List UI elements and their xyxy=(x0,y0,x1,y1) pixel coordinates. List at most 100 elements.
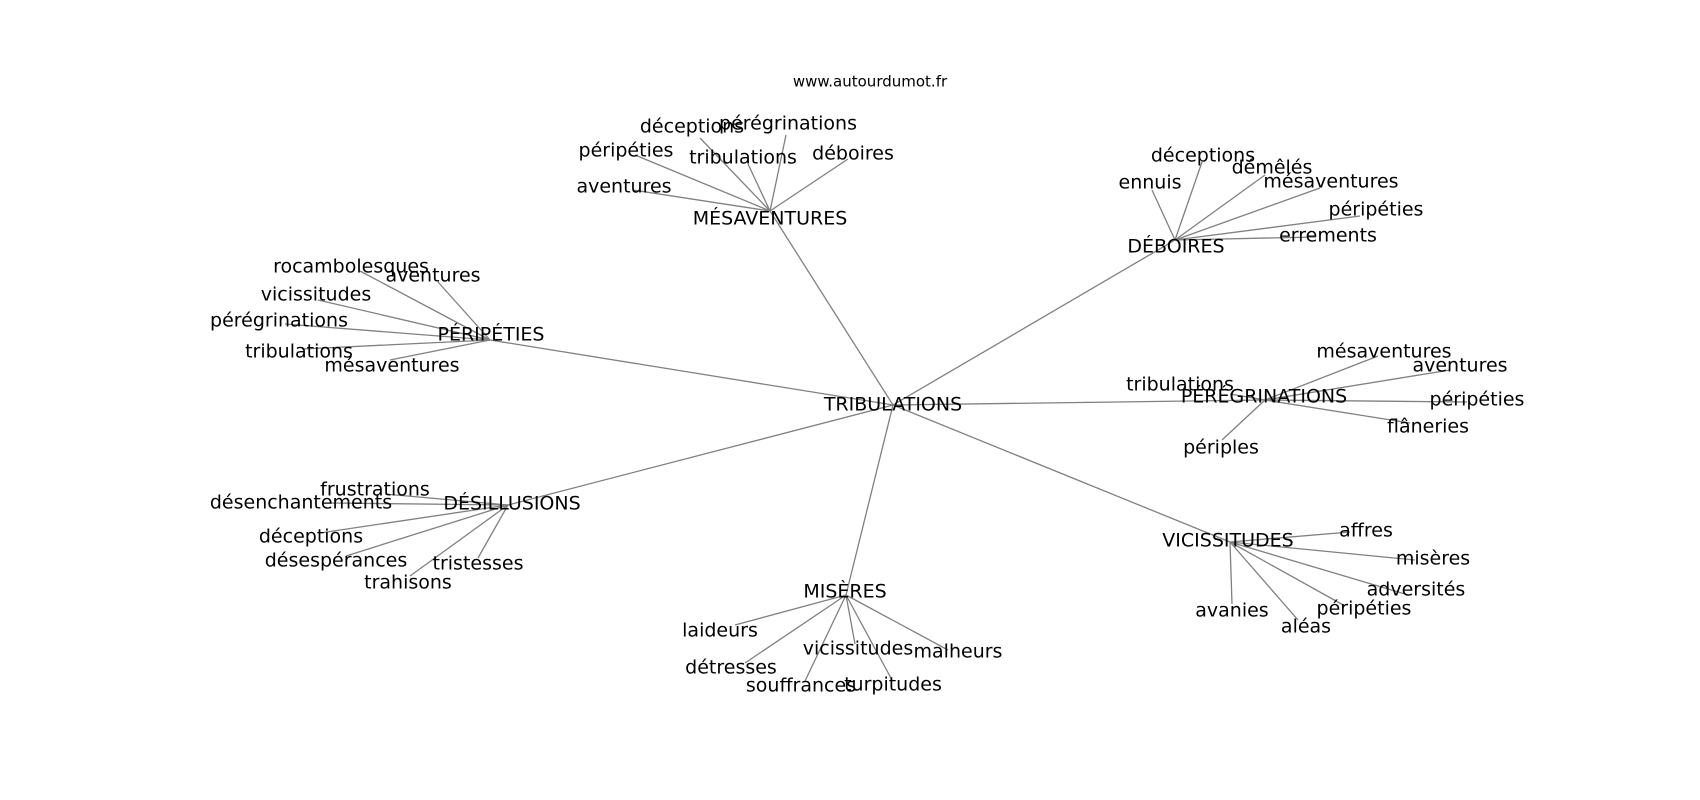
edge-hub-to-leaf xyxy=(1229,541,1406,595)
leaf-word[interactable]: tribulations xyxy=(1126,374,1234,396)
edge-hub-to-leaf xyxy=(1174,215,1361,241)
leaf-word[interactable]: vicissitudes xyxy=(803,638,913,660)
leaf-word[interactable]: mésaventures xyxy=(1263,171,1398,193)
leaf-word[interactable]: tribulations xyxy=(689,147,797,169)
leaf-word[interactable]: mésaventures xyxy=(324,355,459,377)
hub-word[interactable]: DÉBOIRES xyxy=(1127,235,1224,258)
edge-hub-to-leaf xyxy=(1174,161,1203,241)
edge-hub-to-leaf xyxy=(769,158,849,212)
leaf-word[interactable]: tribulations xyxy=(245,341,353,363)
hub-word[interactable]: MISÈRES xyxy=(803,580,886,603)
hub-word[interactable]: DÉSILLUSIONS xyxy=(443,492,580,515)
leaf-word[interactable]: pérégrinations xyxy=(719,113,857,135)
edge-hub-to-leaf xyxy=(384,493,509,506)
leaf-word[interactable]: rocambolesques xyxy=(273,256,429,278)
edge-hub-to-leaf xyxy=(845,594,856,645)
leaf-word[interactable]: aventures xyxy=(1412,355,1507,377)
leaf-word[interactable]: déboires xyxy=(812,143,894,165)
leaf-word[interactable]: flâneries xyxy=(1387,416,1469,438)
edge-hub-to-leaf xyxy=(359,270,491,341)
edge-hub-to-leaf xyxy=(804,594,847,682)
edge-hub-to-leaf xyxy=(734,594,847,626)
hub-word[interactable]: VICISSITUDES xyxy=(1162,530,1293,552)
leaf-word[interactable]: malheurs xyxy=(914,641,1003,663)
edge-hub-to-leaf xyxy=(477,504,509,559)
leaf-word[interactable]: affres xyxy=(1339,520,1393,542)
hub-word[interactable]: PÉRIPÉTIES xyxy=(437,323,544,346)
edge-hub-to-leaf xyxy=(437,281,491,341)
leaf-word[interactable]: détresses xyxy=(685,657,777,679)
leaf-word[interactable]: laideurs xyxy=(682,620,758,642)
leaf-word[interactable]: ennuis xyxy=(1119,172,1182,194)
edge-hub-to-leaf xyxy=(634,154,771,212)
edge-hub-to-leaf xyxy=(329,502,509,506)
leaf-word[interactable]: désenchantements xyxy=(210,492,392,514)
edge-hub-to-leaf xyxy=(1229,541,1346,607)
leaf-word[interactable]: souffrances xyxy=(746,675,856,697)
leaf-word[interactable]: aventures xyxy=(576,176,671,198)
edge-hub-to-leaf xyxy=(1174,174,1266,241)
edge-hub-to-leaf xyxy=(409,504,509,577)
edge-hub-to-leaf xyxy=(1229,541,1299,621)
edge-center-to-hub xyxy=(845,404,894,596)
edge-hub-to-leaf xyxy=(1174,187,1321,241)
leaf-word[interactable]: frustrations xyxy=(320,479,430,501)
leaf-word[interactable]: mésaventures xyxy=(1316,341,1451,363)
edge-center-to-hub xyxy=(892,239,1176,406)
edge-hub-to-leaf xyxy=(1229,393,1266,401)
edge-hub-to-leaf xyxy=(1264,399,1411,424)
edge-hub-to-leaf xyxy=(317,299,491,341)
edge-center-to-hub xyxy=(489,339,894,406)
leaf-word[interactable]: péripéties xyxy=(1329,199,1424,221)
leaf-word[interactable]: trahisons xyxy=(364,572,452,594)
hub-word[interactable]: MÉSAVENTURES xyxy=(693,207,848,230)
leaf-word[interactable]: errements xyxy=(1279,225,1377,247)
edge-center-to-hub xyxy=(892,399,1266,406)
center-word[interactable]: TRIBULATIONS xyxy=(823,394,962,416)
labels-layer: www.autourdumot.fr déceptionspérégrinati… xyxy=(210,73,1525,697)
leaf-word[interactable]: désespérances xyxy=(265,550,408,572)
edge-hub-to-leaf xyxy=(845,594,949,651)
leaf-word[interactable]: turpitudes xyxy=(844,674,942,696)
edge-hub-to-leaf xyxy=(1264,399,1468,403)
edge-hub-to-leaf xyxy=(345,504,509,557)
leaf-word[interactable]: aléas xyxy=(1281,616,1331,638)
edge-hub-to-leaf xyxy=(319,504,509,534)
edge-hub-to-leaf xyxy=(1221,399,1266,441)
edge-hub-to-leaf xyxy=(1229,531,1351,543)
edge-hub-to-leaf xyxy=(744,594,847,664)
edge-center-to-hub xyxy=(769,210,894,406)
leaf-word[interactable]: misères xyxy=(1396,548,1470,570)
edge-hub-to-leaf xyxy=(1264,355,1379,401)
leaf-word[interactable]: périples xyxy=(1183,437,1259,459)
leaf-word[interactable]: pérégrinations xyxy=(210,310,348,332)
leaf-word[interactable]: vicissitudes xyxy=(261,284,371,306)
leaf-word[interactable]: déceptions xyxy=(259,526,363,548)
edge-center-to-hub xyxy=(892,404,1231,543)
edge-hub-to-leaf xyxy=(301,339,491,350)
edge-hub-to-leaf xyxy=(1174,236,1317,241)
edge-hub-to-leaf xyxy=(1229,541,1416,561)
edge-hub-to-leaf xyxy=(389,339,491,361)
edge-hub-to-leaf xyxy=(699,137,771,212)
edges-layer xyxy=(284,134,1468,682)
leaf-word[interactable]: péripéties xyxy=(579,140,674,162)
leaf-word[interactable]: déceptions xyxy=(1151,145,1255,167)
edge-hub-to-leaf xyxy=(632,189,771,212)
edge-hub-to-leaf xyxy=(1151,189,1176,241)
edge-hub-to-leaf xyxy=(284,323,491,341)
leaf-word[interactable]: avanies xyxy=(1195,600,1268,622)
leaf-word[interactable]: péripéties xyxy=(1317,598,1412,620)
leaf-word[interactable]: adversités xyxy=(1367,579,1466,601)
leaf-word[interactable]: tristesses xyxy=(433,553,524,575)
edge-hub-to-leaf xyxy=(769,134,787,212)
edge-hub-to-leaf xyxy=(1264,369,1451,401)
edge-center-to-hub xyxy=(507,404,894,506)
leaf-word[interactable]: démêlés xyxy=(1232,157,1313,179)
edge-hub-to-leaf xyxy=(845,594,893,681)
leaf-word[interactable]: aventures xyxy=(385,265,480,287)
leaf-word[interactable]: péripéties xyxy=(1430,389,1525,411)
hub-word[interactable]: PÉRÉGRINATIONS xyxy=(1181,385,1347,408)
leaf-word[interactable]: déceptions xyxy=(640,116,744,138)
